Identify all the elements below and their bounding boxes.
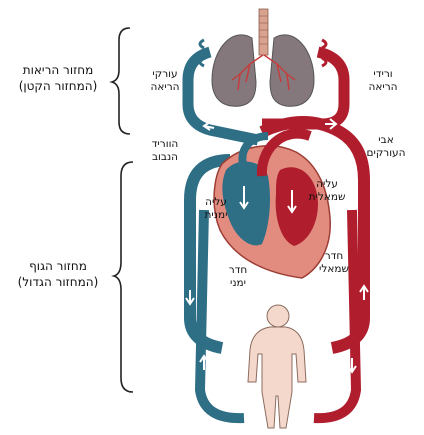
left-atrium-label: עליה שמאלית — [308, 178, 346, 203]
flow-arrows — [185, 118, 369, 374]
pulmonary-vein-loop — [182, 46, 260, 146]
pulmonary-veins-label: ורידי הריאה — [368, 68, 398, 93]
right-atrium-label: עליה ימנית — [204, 196, 228, 221]
pulmonary-trunk — [238, 132, 269, 170]
trachea — [258, 8, 269, 56]
left-heart-chambers — [275, 167, 318, 246]
left-ventricle-label: חדר שמאלי — [319, 250, 349, 275]
lung-capillaries-right — [321, 38, 328, 68]
lung-capillaries-left — [198, 38, 205, 68]
lower-vein-loop — [194, 209, 245, 424]
systemic-bracket — [111, 161, 134, 393]
pulmonary-bracket — [109, 27, 131, 135]
bronchi — [231, 54, 296, 91]
vena-cava-label: הווריד הנבוב — [151, 138, 179, 163]
pulmonary-circulation-label: מחזור הריאות (המחזור הקטן) — [18, 63, 98, 93]
systemic-circulation-label: מחזור הגוף (המחזור הגדול) — [17, 259, 99, 289]
aortic-arch — [256, 128, 312, 177]
right-lung — [269, 34, 315, 107]
aorta-label: אבי העורקים — [366, 134, 406, 159]
human-body — [247, 304, 307, 429]
right-ventricle-label: חדר ימני — [228, 264, 248, 289]
left-lung — [211, 34, 257, 107]
pulmonary-arteries-label: עורקי הריאה — [150, 68, 180, 93]
lower-artery-loop — [313, 209, 362, 424]
